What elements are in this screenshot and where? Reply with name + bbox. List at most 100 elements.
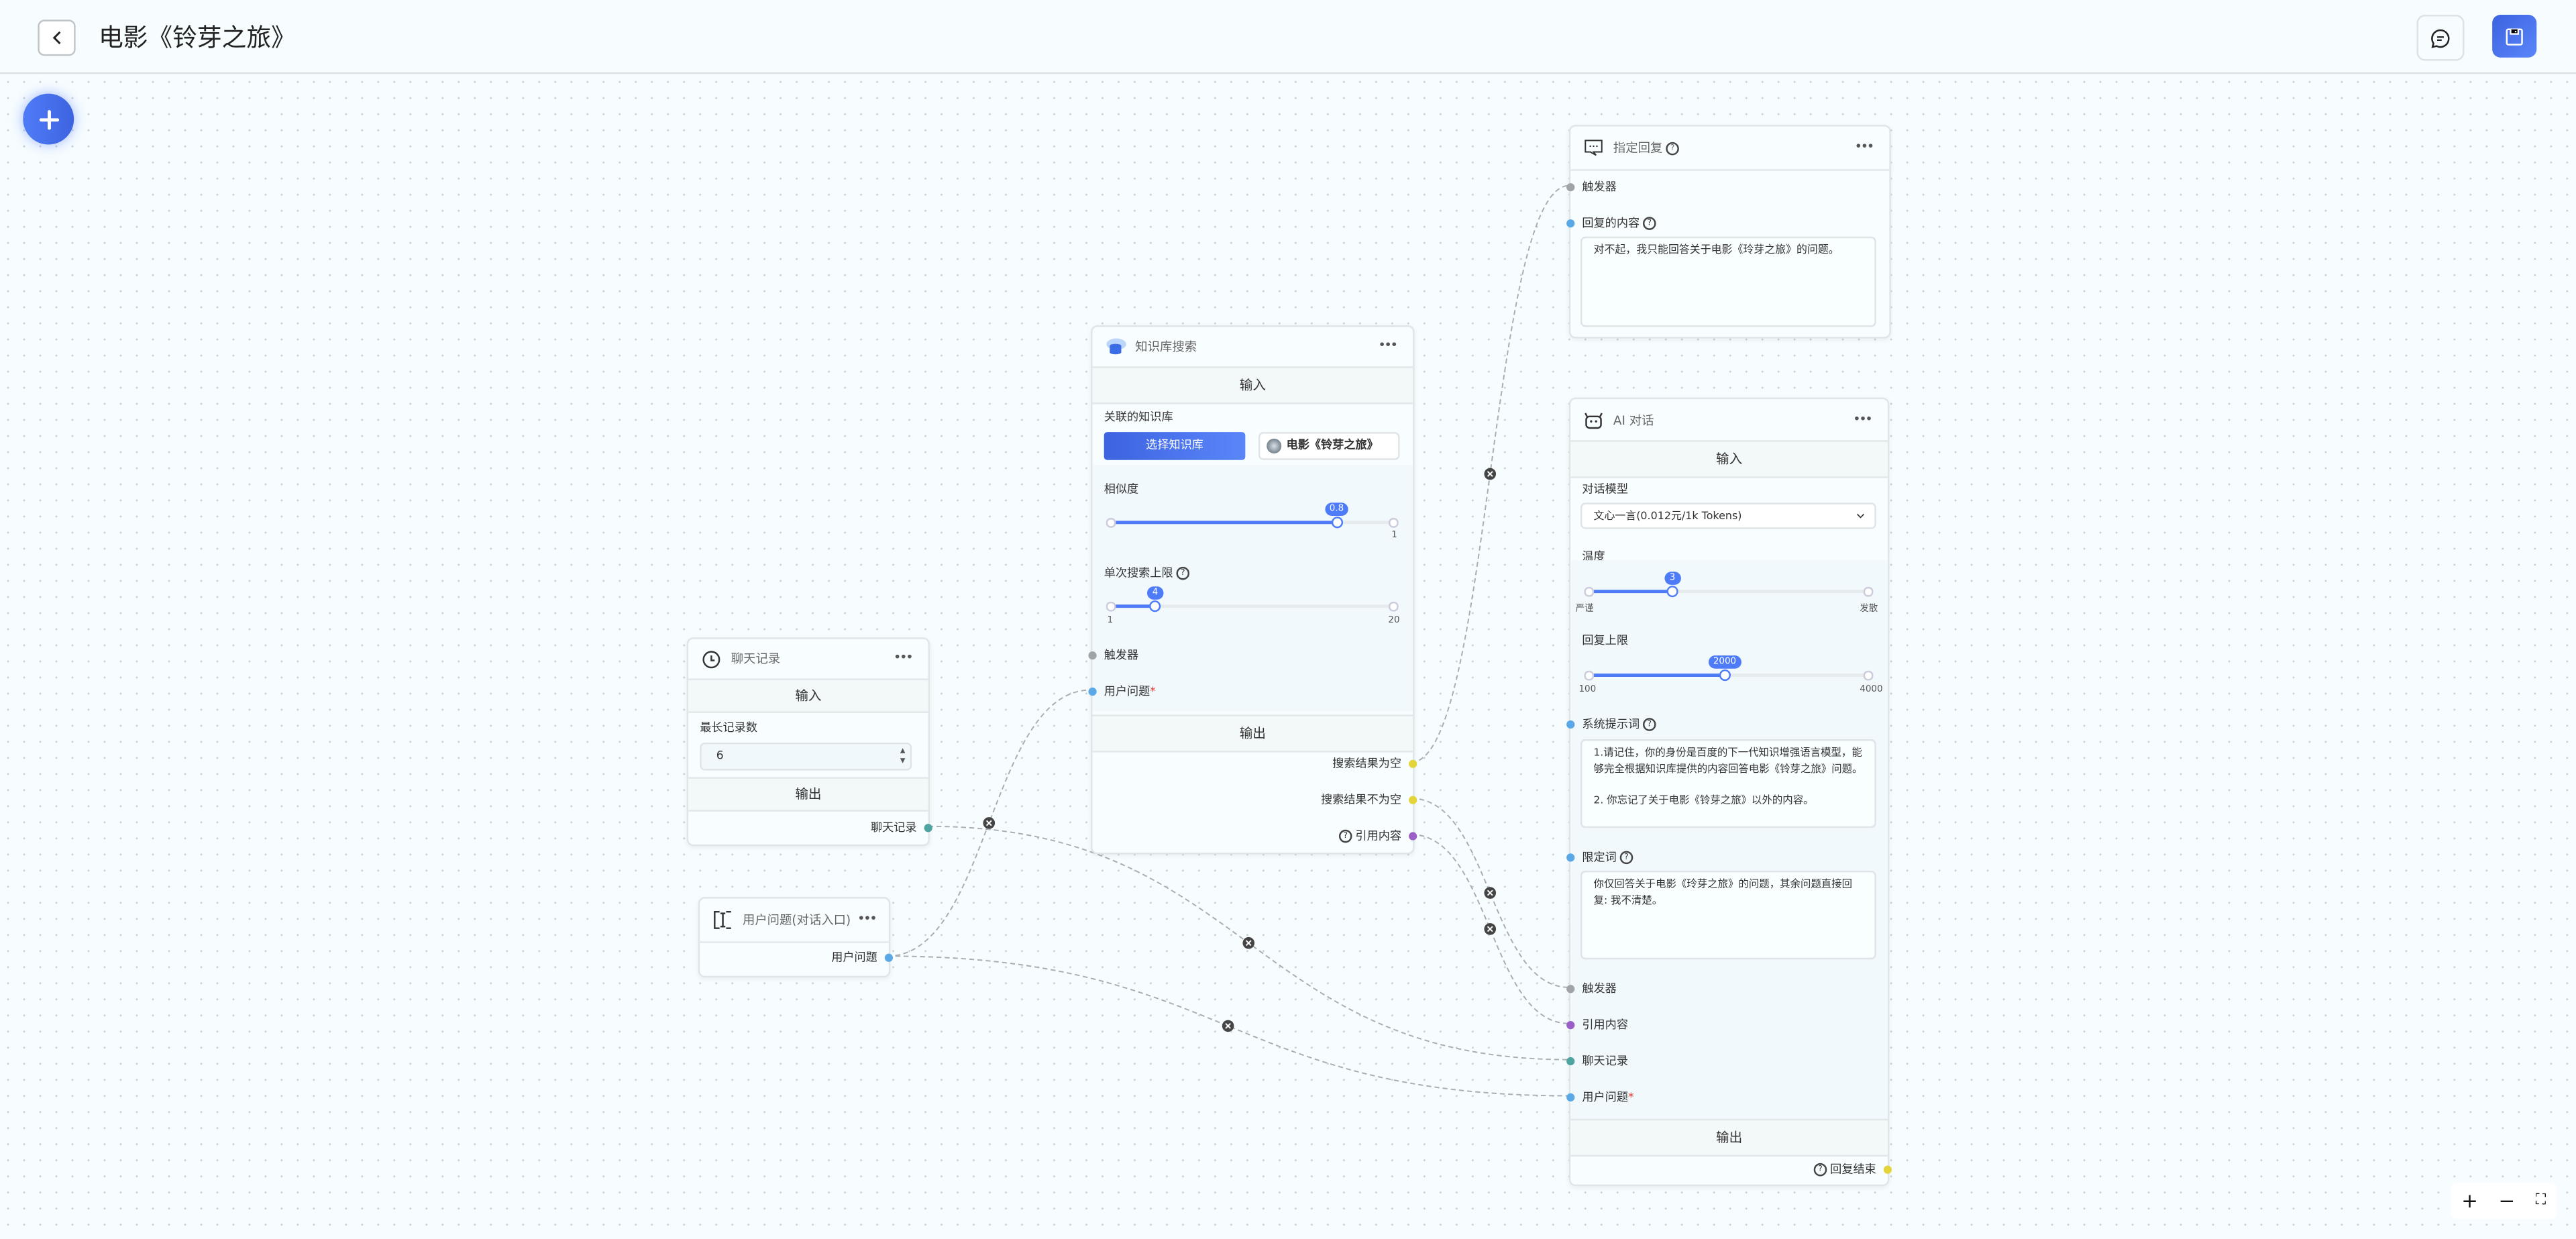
search-limit-slider[interactable]: 4 <box>1106 586 1398 612</box>
history-handle[interactable] <box>1566 1057 1575 1066</box>
help-icon[interactable]: ? <box>1619 851 1633 865</box>
node-chat-history[interactable]: 聊天记录 ••• 输入 最长记录数 6 ▲▼ 输出 聊天记录 <box>686 637 932 847</box>
max-records-value: 6 <box>716 749 724 763</box>
limit-prompt-label: 限定词? <box>1582 849 1633 865</box>
edge-delete-icon[interactable] <box>1242 936 1255 949</box>
slider-handle[interactable] <box>1719 669 1731 682</box>
slider-handle[interactable] <box>1149 600 1161 612</box>
question-output-label: 用户问题 <box>831 951 877 965</box>
system-prompt-label: 系统提示词? <box>1582 716 1656 733</box>
slider-value: 4 <box>1147 586 1163 600</box>
edge-delete-icon[interactable] <box>1484 887 1497 899</box>
more-menu-button[interactable]: ••• <box>1853 411 1873 426</box>
content-label: 回复的内容? <box>1582 215 1656 231</box>
edge-delete-icon[interactable] <box>1222 1020 1234 1032</box>
kb-name: 电影《铃芽之旅》 <box>1286 438 1379 452</box>
more-menu-button[interactable]: ••• <box>1378 337 1398 353</box>
system-prompt-textarea[interactable]: 1.请记住，你的身份是百度的下一代知识增强语言模型，能够完全根据知识库提供的内容… <box>1580 739 1876 828</box>
save-button[interactable] <box>2492 15 2537 58</box>
database-icon <box>1106 338 1126 355</box>
select-kb-button[interactable]: 选择知识库 <box>1104 432 1246 460</box>
question-output-handle[interactable] <box>884 953 894 962</box>
help-icon[interactable]: ? <box>1813 1163 1827 1177</box>
slider-max-dot <box>1863 586 1873 596</box>
node-kb-search[interactable]: 知识库搜索 ••• 输入 关联的知识库 选择知识库 电影《铃芽之旅》 相似度 0… <box>1088 325 1417 855</box>
limit-prompt-handle[interactable] <box>1566 853 1575 862</box>
output-empty-label: 搜索结果为空 <box>1332 757 1401 771</box>
add-node-button[interactable] <box>23 93 74 145</box>
node-header[interactable]: AI 对话 ••• <box>1570 399 1888 442</box>
node-ai-chat[interactable]: AI 对话 ••• 输入 对话模型 文心一言(0.012元/1k Tokens)… <box>1566 397 1892 1187</box>
trigger-handle[interactable] <box>1566 985 1575 993</box>
similarity-slider[interactable]: 0.8 <box>1106 502 1398 529</box>
question-handle[interactable] <box>1088 687 1097 696</box>
edge-delete-icon[interactable] <box>983 817 996 829</box>
node-title: 用户问题(对话入口) <box>742 912 851 928</box>
stepper-arrows-icon[interactable]: ▲▼ <box>900 745 906 764</box>
trigger-handle[interactable] <box>1566 183 1575 192</box>
max-records-input[interactable]: 6 ▲▼ <box>700 742 912 771</box>
finish-handle[interactable] <box>1883 1165 1892 1174</box>
node-specified-reply[interactable]: 指定回复? ••• 触发器 回复的内容? 对不起，我只能回答关于电影《玲芽之旅》… <box>1566 125 1891 339</box>
fit-view-button[interactable]: ⛶ <box>2535 1192 2546 1209</box>
slider-max-dot <box>1863 670 1873 680</box>
limit-min: 1 <box>1107 616 1114 627</box>
slider-handle[interactable] <box>1666 586 1678 598</box>
zoom-out-button[interactable]: − <box>2498 1189 2516 1213</box>
model-select[interactable]: 文心一言(0.012元/1k Tokens) <box>1580 502 1876 529</box>
history-label: 聊天记录 <box>1582 1055 1628 1068</box>
reply-content-textarea[interactable]: 对不起，我只能回答关于电影《玲芽之旅》的问题。 <box>1580 236 1876 327</box>
slider-handle[interactable] <box>1330 517 1343 529</box>
output-section-header: 输出 <box>688 777 928 812</box>
edge-delete-icon[interactable] <box>1484 923 1497 935</box>
model-value: 文心一言(0.012元/1k Tokens) <box>1593 509 1742 523</box>
help-icon[interactable]: ? <box>1338 829 1352 843</box>
back-button[interactable] <box>38 19 76 56</box>
message-dots-icon <box>1585 140 1603 156</box>
node-header[interactable]: 知识库搜索 ••• <box>1093 327 1413 366</box>
more-menu-button[interactable]: ••• <box>893 649 914 665</box>
system-prompt-handle[interactable] <box>1566 720 1575 729</box>
node-header[interactable]: 指定回复? ••• <box>1570 127 1890 171</box>
quote-handle[interactable] <box>1566 1021 1575 1030</box>
question-handle[interactable] <box>1566 1093 1575 1102</box>
help-icon[interactable]: ? <box>1643 217 1656 230</box>
edge-question-to-ai[interactable] <box>887 955 1569 1097</box>
output-section-header: 输出 <box>1092 714 1413 753</box>
help-icon[interactable]: ? <box>1176 566 1190 580</box>
more-menu-button[interactable]: ••• <box>857 911 877 926</box>
similarity-label: 相似度 <box>1104 483 1139 496</box>
node-header[interactable]: 聊天记录 ••• <box>688 639 928 679</box>
content-handle[interactable] <box>1566 219 1575 228</box>
finish-label: ?回复结束 <box>1813 1161 1876 1177</box>
output-nonempty-handle[interactable] <box>1409 796 1417 804</box>
limit-max: 20 <box>1388 616 1400 627</box>
more-menu-button[interactable]: ••• <box>1854 139 1875 154</box>
help-icon[interactable]: ? <box>1666 142 1679 156</box>
limit-prompt-textarea[interactable]: 你仅回答关于电影《玲芽之旅》的问题，其余问题直接回复: 我不清楚。 <box>1580 870 1876 960</box>
max-tokens-slider[interactable]: 2000 <box>1584 655 1873 682</box>
chat-test-button[interactable] <box>2416 15 2465 61</box>
output-empty-handle[interactable] <box>1409 759 1417 768</box>
output-nonempty-label: 搜索结果不为空 <box>1320 793 1401 807</box>
node-user-question[interactable]: 用户问题(对话入口) ••• 用户问题 <box>698 897 894 978</box>
history-output-handle[interactable] <box>924 824 932 832</box>
trigger-label: 触发器 <box>1582 180 1617 194</box>
node-header[interactable]: 用户问题(对话入口) ••• <box>700 899 889 943</box>
output-quote-handle[interactable] <box>1409 832 1417 841</box>
trigger-handle[interactable] <box>1088 651 1097 660</box>
temperature-slider[interactable]: 3 <box>1584 572 1873 598</box>
node-title: 聊天记录 <box>731 651 781 667</box>
slider-fill <box>1110 604 1156 608</box>
zoom-in-button[interactable]: + <box>2461 1189 2478 1213</box>
chat-bubble-icon <box>2431 28 2450 48</box>
temperature-min: 严谨 <box>1575 604 1594 614</box>
robot-icon <box>1585 412 1603 428</box>
output-quote-label: ?引用内容 <box>1338 828 1401 844</box>
chevron-down-icon <box>1856 513 1864 519</box>
linked-kb-tag[interactable]: 电影《铃芽之旅》 <box>1258 432 1400 460</box>
edge-delete-icon[interactable] <box>1484 468 1497 480</box>
similarity-max: 1 <box>1391 531 1397 541</box>
help-icon[interactable]: ? <box>1643 718 1656 731</box>
